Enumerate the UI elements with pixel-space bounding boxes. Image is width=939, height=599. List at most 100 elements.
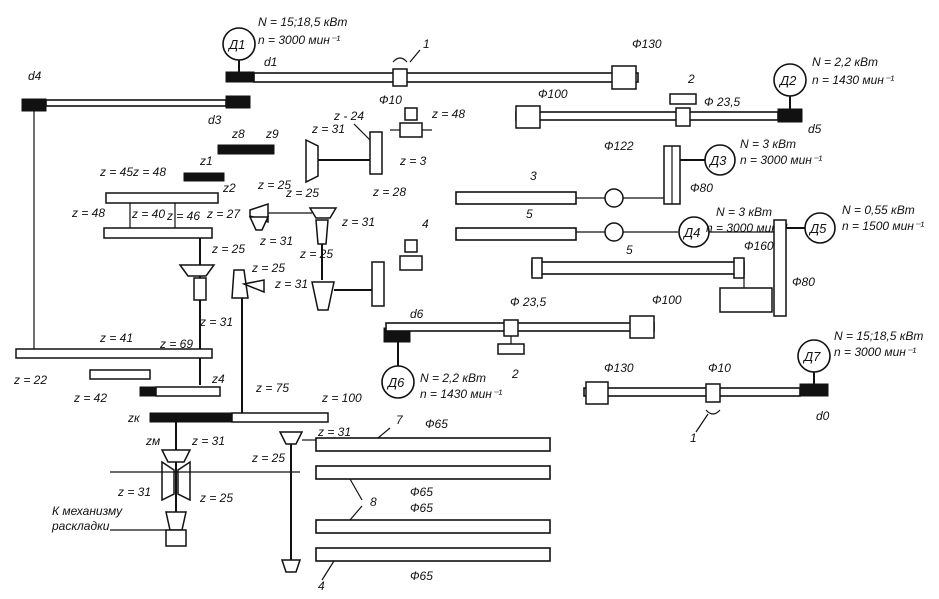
coupling-2b [503, 319, 519, 337]
pulley-d3-label: d3 [208, 113, 222, 127]
gear-z25e-label: z = 25 [299, 247, 333, 261]
coupling-1b [705, 383, 721, 403]
shaft-5b [531, 261, 745, 275]
pulley-f130b [585, 381, 609, 405]
gear-block-upper [105, 192, 219, 204]
dia-f65a: Ф65 [425, 417, 448, 431]
motor-d7-speed: n = 3000 мин⁻¹ [834, 345, 916, 359]
pulley-d5-top-label: d5 [808, 122, 822, 136]
pos-5b: 5 [626, 243, 633, 257]
pulley-d0-label: d0 [816, 409, 830, 423]
gear-z2-label: z2 [222, 181, 236, 195]
dia-f130b: Ф130 [604, 361, 634, 375]
gear-z46-label: z = 46 [166, 209, 200, 223]
pulley-d4-label: d4 [28, 69, 42, 83]
gear-zm-label: zм [145, 434, 160, 448]
pos-4a: 4 [422, 217, 429, 231]
motor-d3-power: N = 3 кВт [740, 137, 796, 151]
motor-d4-power: N = 3 кВт [716, 205, 772, 219]
bevel-gear-9 [315, 219, 329, 245]
gear-z3-label: z = 3 [399, 154, 427, 168]
motor-d1-group: Д1 N = 15;18,5 кВт n = 3000 мин⁻¹ d1 [222, 15, 347, 83]
dia-f100a: Ф100 [538, 87, 568, 101]
bevel-gear-14 [165, 511, 187, 531]
pulley-f130a [611, 65, 637, 90]
gear-zk-label: zк [127, 411, 141, 425]
gear-z75-z100 [231, 412, 329, 423]
belt-d4-d3 [45, 99, 227, 107]
shaft-1b [583, 387, 801, 397]
pos-2a: 2 [687, 72, 695, 86]
gear-z25f-label: z = 25 [251, 451, 285, 465]
motor-d1-name: Д1 [227, 37, 245, 52]
dia-f65c: Ф65 [410, 501, 433, 515]
pulley-f100b [629, 315, 655, 339]
fan-2 [604, 222, 624, 242]
pulley-d6-label: d6 [410, 307, 424, 321]
gear-z48a-label: z = 48 [132, 165, 166, 179]
motor-d6-power: N = 2,2 кВт [420, 371, 486, 385]
top-shaft [253, 72, 639, 83]
motor-d2-speed: n = 1430 мин⁻¹ [812, 73, 894, 87]
fan-1 [604, 188, 624, 208]
pos-7: 7 [396, 413, 404, 427]
bevel-gear-7 [305, 138, 319, 184]
motor-d3-name: Д3 [708, 153, 727, 168]
pulley-d5-top [777, 108, 803, 123]
bevel-gear-12 [161, 460, 175, 502]
shaft-2b [385, 322, 655, 332]
dia-f235b: Ф 23,5 [510, 295, 547, 309]
pulley-d4 [21, 98, 47, 112]
shaft-5b-end [531, 257, 543, 279]
gear-block-lower [103, 227, 213, 239]
motor-d6-name: Д6 [386, 375, 405, 390]
motor-d5-name: Д5 [808, 221, 827, 236]
motor-d7-name: Д7 [802, 349, 821, 364]
rotation-arrow-1b [705, 409, 721, 415]
gear-z22-label: z = 22 [13, 373, 47, 387]
gear-z40-label: z = 40 [131, 207, 165, 221]
gear-z31e-label: z = 31 [341, 215, 375, 229]
gear-z48c-label: z = 48 [431, 107, 465, 121]
dia-f10b: Ф10 [708, 361, 731, 375]
gear-z1 [183, 172, 225, 182]
dia-f130a: Ф130 [632, 37, 662, 51]
motor-d2-power: N = 2,2 кВт [812, 55, 878, 69]
worm-wheel-z28 [369, 131, 383, 175]
note-mechanism: К механизму [52, 504, 123, 518]
gear-z31c-label: z = 31 [274, 277, 308, 291]
gear-z4-block [139, 386, 157, 397]
gear-z25b-label: z = 25 [211, 242, 245, 256]
gear-z31h-label: z = 31 [117, 485, 151, 499]
bevel-gear-15 [165, 529, 187, 547]
pos-3: 3 [530, 169, 537, 183]
pulley-f100a [515, 105, 541, 129]
gear-z69-label: z = 69 [159, 337, 193, 351]
gear-z41-label: z = 41 [99, 331, 133, 345]
motor-d7-power: N = 15;18,5 кВт [834, 329, 923, 343]
rotation-arrow-1 [392, 57, 408, 63]
worm-2 [399, 255, 423, 271]
gear-z4-label: z4 [211, 372, 225, 386]
motor-d5-power: N = 0,55 кВт [842, 203, 915, 217]
bevel-gear-3 [178, 264, 216, 277]
motor-d6-speed: n = 1430 мин⁻¹ [420, 387, 502, 401]
dia-f122: Ф122 [604, 139, 634, 153]
pos-1b: 1 [690, 431, 697, 445]
motor-block-2b [497, 343, 525, 355]
gear-z1-label: z1 [199, 154, 213, 168]
reducer-block [719, 287, 773, 313]
belt-d5 [773, 219, 787, 317]
motor-block-2a [669, 93, 697, 105]
gear-z100-label: z = 100 [321, 391, 362, 405]
bevel-gear-5 [231, 269, 249, 299]
gear-z8-label: z8 [231, 127, 245, 141]
motor-d5-speed: n = 1500 мин⁻¹ [842, 219, 924, 233]
dia-f100b: Ф100 [652, 293, 682, 307]
note-mechanism2: раскладки [51, 519, 110, 533]
worm-wheel-2 [371, 261, 385, 307]
dia-f80a: Ф80 [690, 181, 713, 195]
gear-z41-z22 [15, 348, 213, 359]
dia-f65b: Ф65 [410, 485, 433, 499]
motor-d1-power: N = 15;18,5 кВт [258, 15, 347, 29]
